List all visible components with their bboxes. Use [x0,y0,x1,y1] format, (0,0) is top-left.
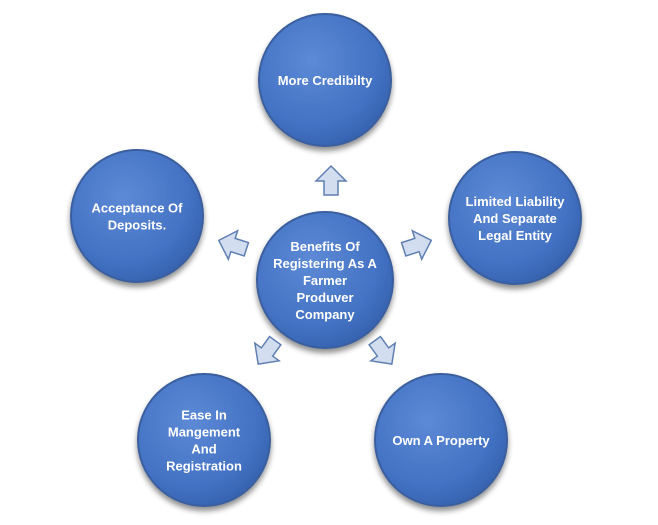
label-line: Acceptance Of [91,201,183,216]
up-arrow-icon [314,164,348,196]
down-left-arrow-icon [253,335,282,365]
arrow-to-deposits [217,229,250,262]
down-right-arrow-icon [368,335,397,365]
label-line: Company [295,307,355,322]
label-line: Registration [166,459,242,474]
node-acceptance-of-deposits-label: Acceptance Of Deposits. [91,201,183,233]
label-line: Legal Entity [478,228,552,243]
label-line: Limited Liability [466,194,566,209]
node-more-credibility: More Credibilty [258,13,392,147]
left-arrow-icon [217,229,250,262]
node-more-credibility-label: More Credibilty [278,73,373,88]
label-line: More Credibilty [278,73,373,88]
node-acceptance-of-deposits: Acceptance Of Deposits. [70,149,204,283]
arrow-to-management [253,335,282,365]
node-own-property-label: Own A Property [392,433,490,448]
label-line: Benefits Of [290,239,360,254]
node-own-property: Own A Property [374,373,508,507]
label-line: Farmer [303,273,347,288]
arrow-to-liability [400,229,433,262]
label-line: Own A Property [392,433,490,448]
label-line: And Separate [473,211,557,226]
arrow-to-property [368,335,397,365]
label-line: Produver [296,290,353,305]
arrow-to-credibility [314,164,348,196]
label-line: Mangement [168,425,241,440]
label-line: And [191,442,216,457]
label-line: Registering As A [273,256,377,271]
label-line: Ease In [181,408,227,423]
label-line: Deposits. [108,218,167,233]
right-arrow-icon [400,229,433,262]
